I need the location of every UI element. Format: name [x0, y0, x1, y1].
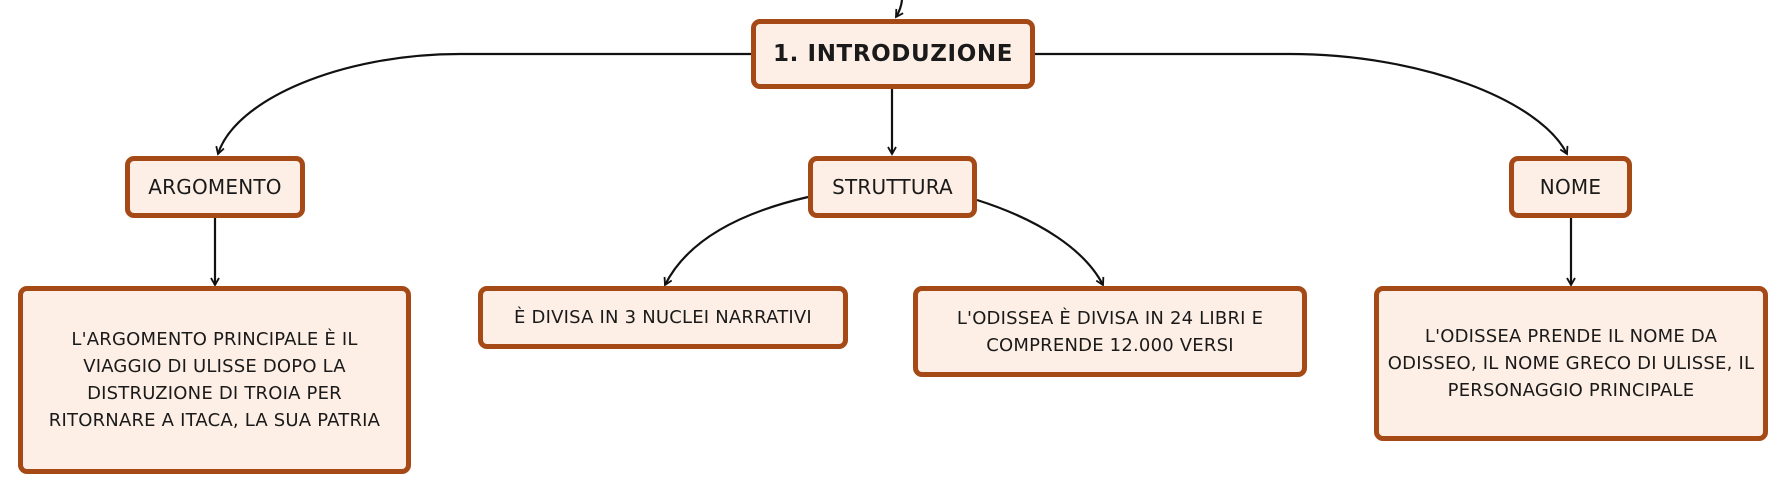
edge-struttura-to-libri — [976, 198, 1105, 287]
node-nome-detail: L'ODISSEA PRENDE IL NOME DA ODISSEO, IL … — [1374, 286, 1768, 441]
node-argomento: ARGOMENTO — [125, 156, 305, 218]
node-struttura: STRUTTURA — [808, 156, 977, 218]
incoming-edge-to-root — [895, 0, 904, 19]
node-nome: NOME — [1509, 156, 1632, 218]
edge-struttura-to-nuclei — [663, 195, 809, 287]
root-node-introduzione: 1. INTRODUZIONE — [751, 19, 1035, 89]
node-argomento-detail: L'ARGOMENTO PRINCIPALE È IL VIAGGIO DI U… — [18, 286, 411, 474]
node-struttura-nuclei: È DIVISA IN 3 NUCLEI NARRATIVI — [478, 286, 848, 349]
edge-root-to-nome — [1035, 52, 1569, 156]
edge-root-to-argomento — [215, 52, 751, 156]
node-struttura-libri: L'ODISSEA È DIVISA IN 24 LIBRI E COMPREN… — [913, 286, 1307, 377]
